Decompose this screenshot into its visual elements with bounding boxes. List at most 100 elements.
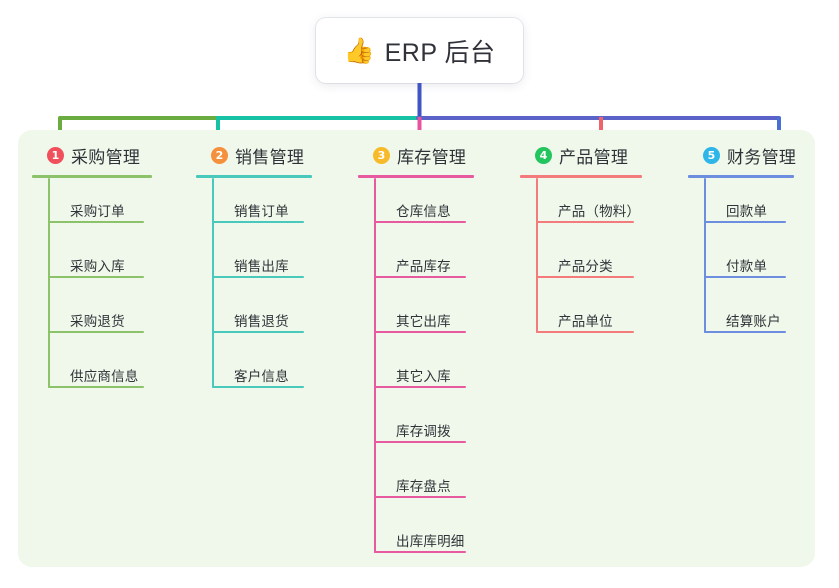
column-库存管理: 3 库存管理仓库信息产品库存其它出库其它入库库存调拨库存盘点出库库明细 [358, 142, 498, 563]
leaf-node[interactable]: 产品单位 [520, 288, 660, 343]
leaf-node-label: 供应商信息 [70, 369, 139, 384]
branch-trunk [536, 178, 538, 333]
column-header[interactable]: 5 财务管理 [688, 142, 823, 168]
leaf-node-label: 产品单位 [558, 314, 613, 329]
column-销售管理: 2 销售管理销售订单销售出库销售退货客户信息 [196, 142, 336, 398]
leaf-node[interactable]: 供应商信息 [32, 343, 182, 398]
leaf-node-label: 其它出库 [396, 314, 451, 329]
leaf-node-rule [536, 221, 634, 223]
column-采购管理: 1 采购管理采购订单采购入库采购退货供应商信息 [32, 142, 182, 398]
leaf-node-label: 产品分类 [558, 259, 613, 274]
branch-trunk [374, 178, 376, 553]
column-title: 库存管理 [397, 147, 467, 167]
leaf-node-label: 产品库存 [396, 259, 451, 274]
column-title: 产品管理 [559, 147, 629, 167]
leaf-node-rule [212, 331, 304, 333]
content-panel [18, 130, 815, 567]
leaf-node-rule [374, 496, 466, 498]
leaf-node-label: 库存调拨 [396, 424, 451, 439]
leaf-node-rule [704, 221, 786, 223]
column-items: 产品（物料） 产品分类产品单位 [520, 178, 660, 343]
leaf-node-label: 采购退货 [70, 314, 125, 329]
leaf-node-rule [374, 276, 466, 278]
leaf-node-label: 销售订单 [234, 204, 289, 219]
leaf-node-label: 采购订单 [70, 204, 125, 219]
leaf-node-rule [48, 221, 144, 223]
leaf-node[interactable]: 产品（物料） [520, 178, 660, 233]
column-items: 销售订单销售出库销售退货客户信息 [196, 178, 336, 398]
column-title: 销售管理 [235, 147, 305, 167]
leaf-node-rule [704, 276, 786, 278]
column-number-badge: 3 [373, 146, 390, 164]
column-header[interactable]: 4 产品管理 [520, 142, 660, 168]
leaf-node-label: 其它入库 [396, 369, 451, 384]
leaf-node-rule [374, 221, 466, 223]
leaf-node[interactable]: 仓库信息 [358, 178, 498, 233]
column-产品管理: 4 产品管理产品（物料） 产品分类产品单位 [520, 142, 660, 343]
leaf-node[interactable]: 采购订单 [32, 178, 182, 233]
leaf-node-rule [48, 331, 144, 333]
branch-trunk [212, 178, 214, 388]
leaf-node-label: 出库库明细 [396, 534, 465, 549]
leaf-node-label: 回款单 [726, 204, 768, 219]
leaf-node-rule [212, 386, 304, 388]
column-number-badge: 2 [211, 146, 228, 164]
leaf-node[interactable]: 销售订单 [196, 178, 336, 233]
leaf-node-label: 结算账户 [726, 314, 781, 329]
column-items: 仓库信息产品库存其它出库其它入库库存调拨库存盘点出库库明细 [358, 178, 498, 563]
column-header[interactable]: 1 采购管理 [32, 142, 182, 168]
leaf-node[interactable]: 销售退货 [196, 288, 336, 343]
leaf-node-rule [212, 221, 304, 223]
leaf-node[interactable]: 采购入库 [32, 233, 182, 288]
root-node[interactable]: 👍 ERP 后台 [316, 18, 523, 83]
leaf-node-rule [536, 276, 634, 278]
column-title: 财务管理 [727, 147, 797, 167]
leaf-node[interactable]: 客户信息 [196, 343, 336, 398]
leaf-node-label: 客户信息 [234, 369, 289, 384]
column-number-badge: 1 [47, 146, 64, 164]
leaf-node-rule [374, 441, 466, 443]
column-number-badge: 5 [703, 146, 720, 164]
leaf-node-label: 销售出库 [234, 259, 289, 274]
column-header-rule [358, 175, 474, 178]
leaf-node-label: 产品（物料） [558, 204, 641, 219]
branch-trunk [704, 178, 706, 333]
leaf-node[interactable]: 付款单 [688, 233, 823, 288]
leaf-node-rule [704, 331, 786, 333]
leaf-node-rule [374, 331, 466, 333]
leaf-node[interactable]: 其它出库 [358, 288, 498, 343]
column-header-rule [196, 175, 312, 178]
leaf-node-label: 付款单 [726, 259, 768, 274]
leaf-node[interactable]: 其它入库 [358, 343, 498, 398]
leaf-node-rule [48, 386, 144, 388]
root-title: ERP 后台 [384, 38, 496, 67]
leaf-node-label: 仓库信息 [396, 204, 451, 219]
leaf-node-rule [212, 276, 304, 278]
leaf-node-label: 库存盘点 [396, 479, 451, 494]
leaf-node-rule [48, 276, 144, 278]
column-header-rule [520, 175, 642, 178]
column-number-badge: 4 [535, 146, 552, 164]
leaf-node-label: 销售退货 [234, 314, 289, 329]
leaf-node-rule [536, 331, 634, 333]
column-title: 采购管理 [71, 147, 141, 167]
leaf-node[interactable]: 产品库存 [358, 233, 498, 288]
column-header-rule [32, 175, 152, 178]
column-items: 采购订单采购入库采购退货供应商信息 [32, 178, 182, 398]
leaf-node-label: 采购入库 [70, 259, 125, 274]
branch-trunk [48, 178, 50, 388]
leaf-node[interactable]: 产品分类 [520, 233, 660, 288]
column-header[interactable]: 3 库存管理 [358, 142, 498, 168]
leaf-node[interactable]: 出库库明细 [358, 508, 498, 563]
leaf-node[interactable]: 销售出库 [196, 233, 336, 288]
leaf-node[interactable]: 结算账户 [688, 288, 823, 343]
leaf-node-rule [374, 386, 466, 388]
leaf-node[interactable]: 回款单 [688, 178, 823, 233]
leaf-node[interactable]: 库存盘点 [358, 453, 498, 508]
leaf-node[interactable]: 采购退货 [32, 288, 182, 343]
column-header[interactable]: 2 销售管理 [196, 142, 336, 168]
leaf-node[interactable]: 库存调拨 [358, 398, 498, 453]
column-财务管理: 5 财务管理回款单付款单结算账户 [688, 142, 823, 343]
thumbs-up-icon: 👍 [343, 36, 375, 65]
